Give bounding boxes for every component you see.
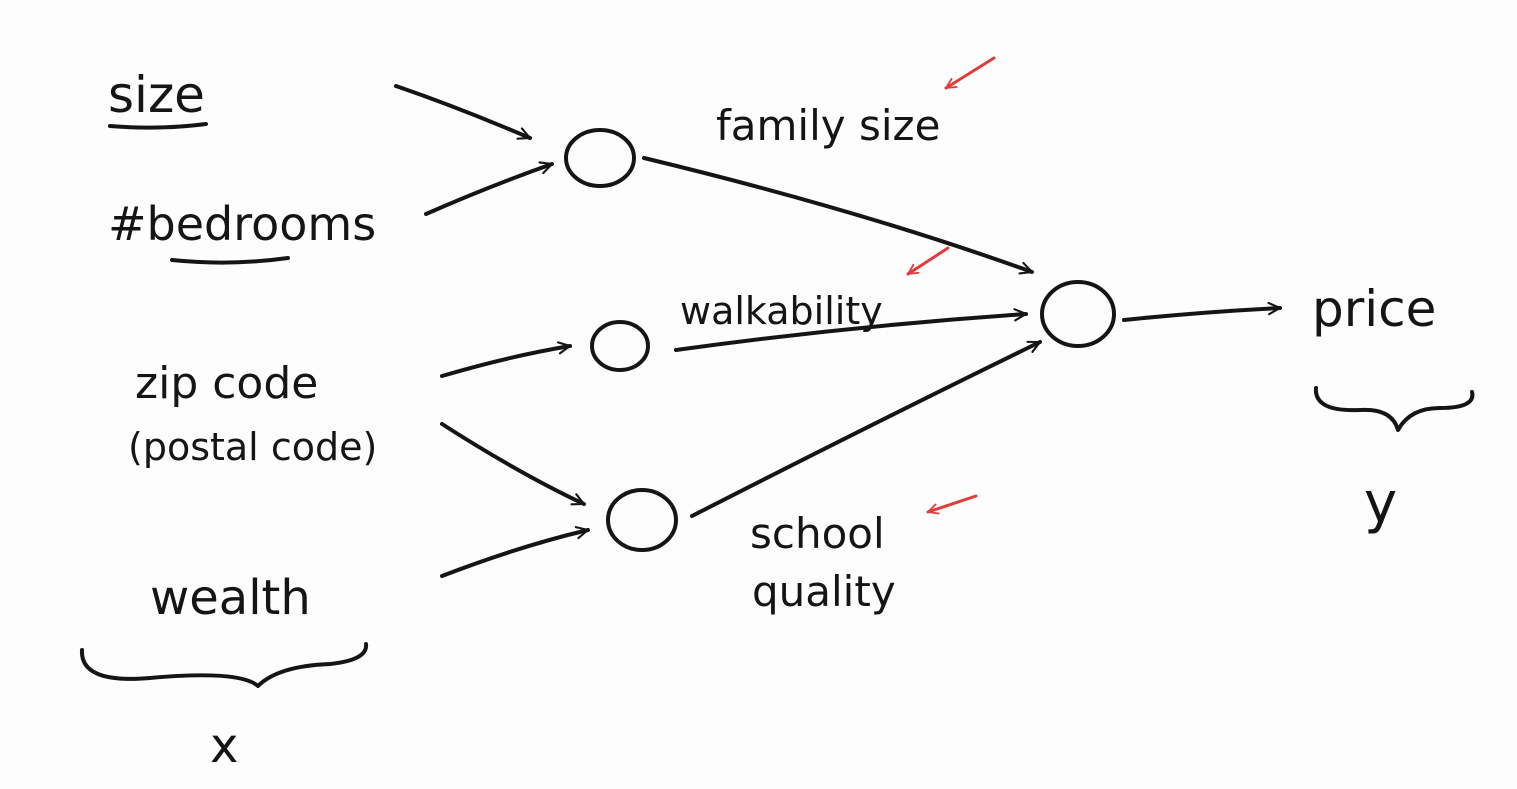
arrow-zip-to-walkability (440, 341, 572, 378)
hidden-label-school: school (750, 509, 885, 558)
arrow-size-to-family-size (394, 84, 532, 140)
input-label-wealth: wealth (150, 570, 311, 626)
input-brace (79, 642, 369, 688)
hidden-label-quality: quality (752, 567, 896, 616)
input-label-size: size (108, 66, 205, 124)
arrow-school-quality-to-output (690, 340, 1042, 518)
hidden-label-family-size: family size (716, 101, 940, 150)
arrow-walkability-to-output (674, 308, 1028, 352)
output-brace (1313, 386, 1475, 432)
hidden-label-walkability: walkability (680, 289, 883, 333)
input-label-bedrooms: #bedrooms (108, 197, 376, 251)
hidden-neuron-walkability (590, 320, 650, 372)
arrow-family-size-to-output (642, 156, 1034, 275)
input-label-zip-code: zip code (135, 358, 318, 409)
input-label-postal-code: (postal code) (128, 425, 377, 469)
bedrooms-underline (170, 256, 290, 265)
arrow-output-to-price (1122, 301, 1282, 322)
annotation-arrow-school-quality (926, 494, 978, 515)
arrow-wealth-to-school-quality (440, 526, 590, 578)
size-underline (108, 122, 208, 130)
annotation-arrow-family-size (944, 56, 996, 90)
output-neuron (1040, 280, 1116, 348)
annotation-arrow-walkability (906, 246, 950, 276)
hidden-neuron-school-quality (606, 488, 678, 552)
arrow-bedrooms-to-family-size (424, 161, 554, 216)
output-label-price: price (1312, 280, 1436, 338)
input-label-x: x (210, 718, 238, 774)
hidden-neuron-family-size (564, 128, 636, 188)
output-label-y: y (1364, 471, 1397, 536)
arrow-zip-to-school-quality (440, 422, 586, 506)
